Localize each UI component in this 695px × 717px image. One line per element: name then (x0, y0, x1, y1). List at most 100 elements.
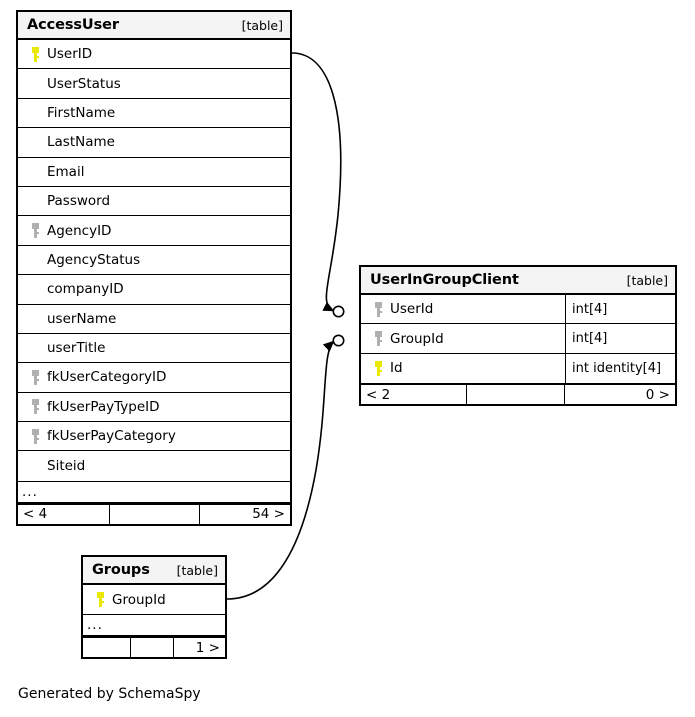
table-row[interactable]: AgencyStatus (18, 245, 290, 276)
primary-key-icon (26, 46, 44, 62)
more-columns-indicator: ... (83, 614, 225, 637)
column-label: FirstName (47, 104, 116, 121)
column-cell: fkUserPayCategory (18, 422, 290, 450)
table-row[interactable]: Email (18, 157, 290, 187)
column-cell: Id (361, 354, 565, 383)
column-label: Password (47, 193, 111, 210)
table-row[interactable]: fkUserCategoryID (18, 363, 290, 393)
column-cell: Siteid (18, 451, 290, 480)
column-cell: companyID (18, 275, 290, 303)
column-cell: AgencyID (18, 216, 290, 244)
table-accessuser-tag: [table] (241, 17, 283, 33)
table-row[interactable]: Siteid (18, 451, 290, 481)
table-row[interactable]: fkUserPayTypeID (18, 392, 290, 423)
column-cell: Password (18, 187, 290, 215)
table-accessuser-title: AccessUser (27, 17, 119, 33)
no-key-icon (26, 76, 44, 92)
column-label: fkUserPayTypeID (47, 398, 160, 415)
footer-outgoing-count: 1 > (173, 638, 225, 658)
column-cell: LastName (18, 128, 290, 156)
no-key-icon (26, 164, 44, 180)
foreign-key-icon (369, 331, 387, 347)
table-row[interactable]: FirstName (18, 98, 290, 129)
column-label: GroupId (390, 330, 444, 347)
footer-incoming-count: < 2 (366, 386, 391, 403)
table-accessuser-header: AccessUser [table] (18, 12, 290, 40)
column-label: userTitle (47, 340, 106, 357)
column-label: UserID (47, 46, 93, 63)
column-label: AgencyStatus (47, 251, 141, 268)
column-cell: userTitle (18, 334, 290, 362)
footer-middle (130, 638, 173, 658)
primary-key-icon (369, 360, 387, 376)
no-key-icon (26, 252, 44, 268)
column-cell: UserID (18, 40, 290, 68)
no-key-icon (26, 311, 44, 327)
column-cell: Email (18, 158, 290, 186)
table-row[interactable]: Password (18, 186, 290, 217)
table-row[interactable]: GroupId int[4] (361, 324, 675, 354)
foreign-key-icon (26, 369, 44, 385)
column-cell: fkUserPayTypeID (18, 393, 290, 421)
table-groups[interactable]: Groups [table] GroupId ... 1 > (81, 555, 227, 660)
column-label: companyID (47, 281, 124, 298)
footer-outgoing-count: 0 > (564, 385, 675, 405)
table-groups-title: Groups (92, 562, 150, 578)
column-type: int identity[4] (565, 353, 675, 384)
column-type: int[4] (565, 295, 675, 324)
table-row[interactable]: AgencyID (18, 216, 290, 246)
table-row[interactable]: UserID (18, 40, 290, 70)
edge-accessuser-userid-to-usergroup-userid (291, 52, 345, 318)
footer-middle (465, 385, 565, 405)
column-label: fkUserCategoryID (47, 369, 167, 386)
no-key-icon (26, 193, 44, 209)
table-accessuser[interactable]: AccessUser [table] UserID UserStatus Fir… (16, 10, 292, 526)
table-row[interactable]: fkUserPayCategory (18, 422, 290, 452)
table-row[interactable]: LastName (18, 128, 290, 158)
column-cell: AgencyStatus (18, 246, 290, 274)
table-useringroupclient[interactable]: UserInGroupClient [table] UserId int[4] … (359, 265, 677, 407)
no-key-icon (26, 281, 44, 297)
table-row[interactable]: userTitle (18, 333, 290, 364)
column-label: Siteid (47, 458, 86, 475)
footer-outgoing-count: 54 > (199, 504, 290, 524)
column-cell: userName (18, 305, 290, 333)
generated-by-caption: Generated by SchemaSpy (18, 686, 201, 702)
table-useringroupclient-tag: [table] (626, 272, 668, 288)
primary-key-icon (91, 592, 109, 608)
table-groups-footer: 1 > (83, 636, 225, 658)
no-key-icon (26, 134, 44, 150)
footer-incoming-count: < 4 (23, 506, 48, 523)
column-cell: UserStatus (18, 69, 290, 97)
table-useringroupclient-header: UserInGroupClient [table] (361, 267, 675, 295)
column-cell: GroupId (361, 324, 565, 352)
no-key-icon (26, 340, 44, 356)
column-cell: FirstName (18, 99, 290, 127)
column-label: UserId (390, 301, 434, 318)
column-label: fkUserPayCategory (47, 428, 176, 445)
column-type: int[4] (565, 324, 675, 353)
table-groups-tag: [table] (176, 562, 218, 578)
column-label: LastName (47, 134, 115, 151)
foreign-key-icon (26, 428, 44, 444)
table-row[interactable]: Id int identity[4] (361, 353, 675, 384)
no-key-icon (26, 105, 44, 121)
more-columns-indicator: ... (18, 480, 290, 503)
column-cell: GroupId (83, 585, 225, 614)
table-row[interactable]: UserStatus (18, 69, 290, 99)
column-label: AgencyID (47, 222, 112, 239)
table-row[interactable]: GroupId (83, 585, 225, 615)
table-useringroupclient-title: UserInGroupClient (370, 272, 519, 288)
column-label: Id (390, 360, 403, 377)
column-label: UserStatus (47, 75, 121, 92)
column-cell: fkUserCategoryID (18, 363, 290, 391)
table-row[interactable]: UserId int[4] (361, 295, 675, 325)
column-label: GroupId (112, 591, 166, 608)
table-row[interactable]: userName (18, 304, 290, 334)
foreign-key-icon (369, 301, 387, 317)
table-row[interactable]: companyID (18, 275, 290, 305)
table-groups-header: Groups [table] (83, 557, 225, 585)
table-useringroupclient-footer: < 2 0 > (361, 383, 675, 405)
foreign-key-icon (26, 399, 44, 415)
